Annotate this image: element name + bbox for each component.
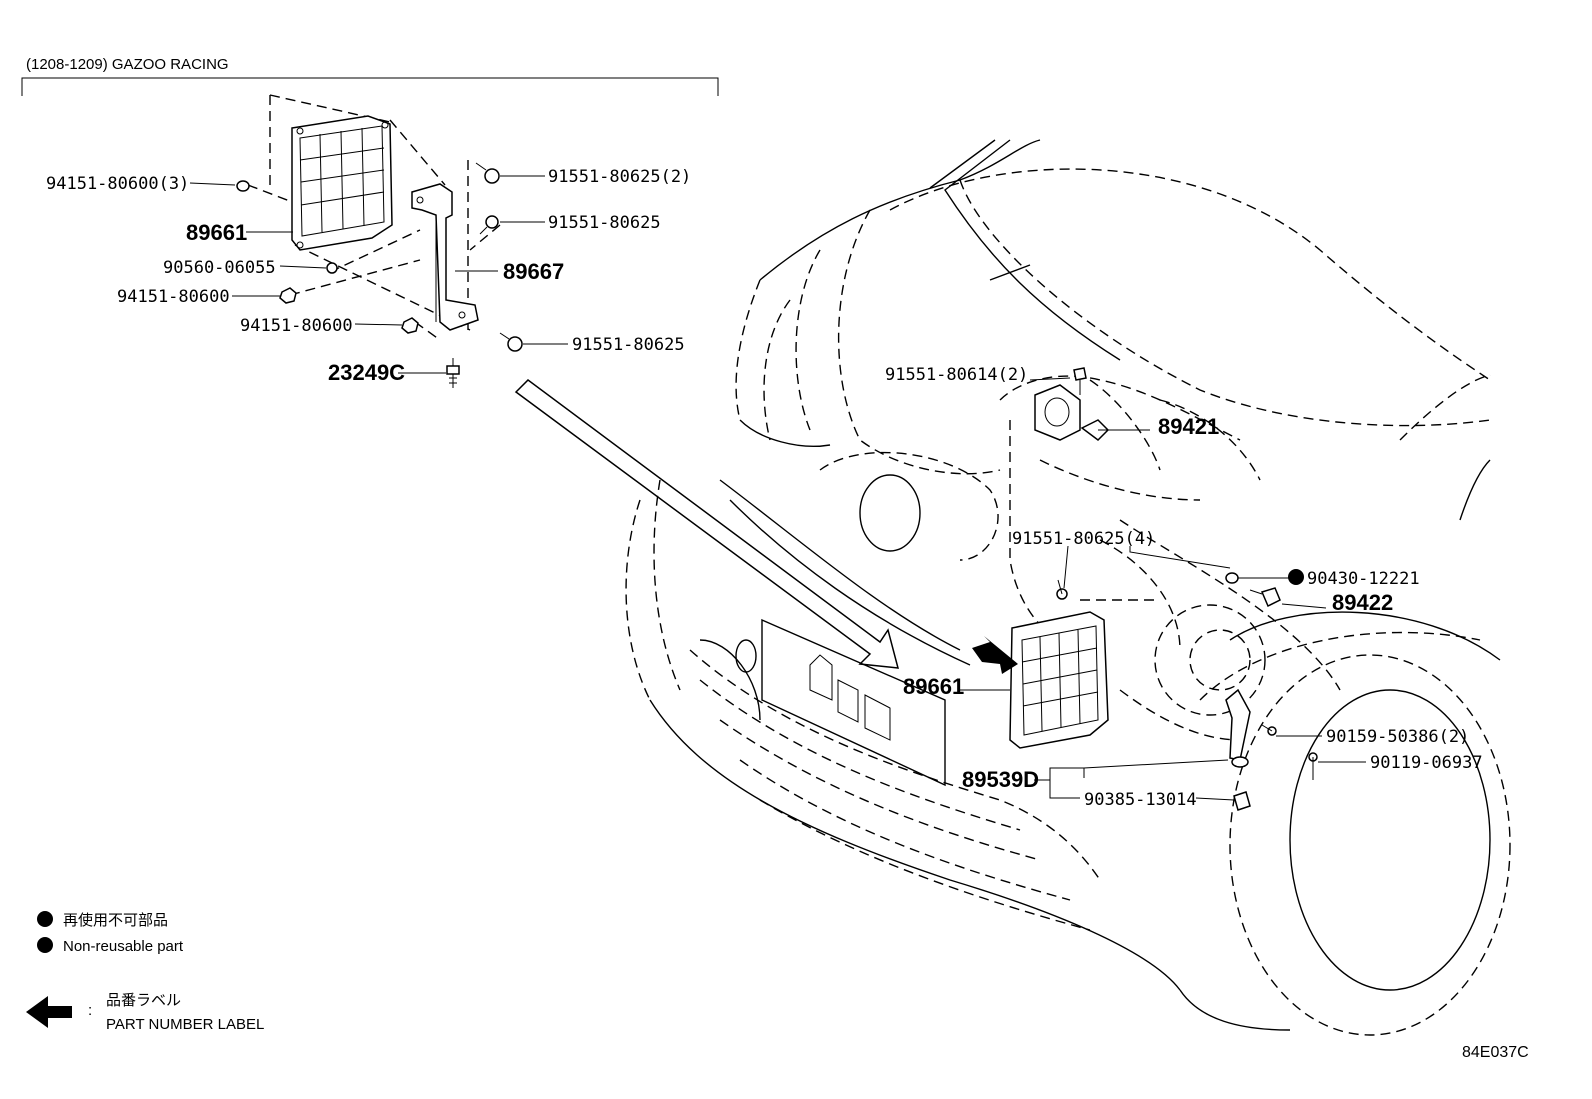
legend-label-jp: 品番ラベル [106, 992, 181, 1009]
bracket-89539d [1225, 688, 1251, 768]
legend-nonreusable-jp: 再使用不可部品 [63, 912, 168, 929]
callout-91551-80614-2: 91551-80614(2) [885, 365, 1028, 385]
callout-90159-50386-2: 90159-50386(2) [1326, 727, 1469, 747]
ecu-box-inset [291, 115, 393, 251]
callout-94151-80600-3: 94151-80600(3) [46, 174, 189, 194]
left-arrow-icon [26, 996, 72, 1028]
callout-90385-13014: 90385-13014 [1084, 790, 1197, 810]
callout-89661-inset: 89661 [186, 220, 247, 245]
legend-separator: : [88, 1002, 92, 1019]
diagram-code: 84E037C [1462, 1044, 1529, 1061]
bolt-icon [1308, 752, 1318, 780]
sensor-89422 [1249, 587, 1281, 608]
nut-icon [236, 180, 250, 192]
vehicle-outline [625, 139, 1511, 1036]
grommet-icon [1233, 791, 1251, 811]
bracket-inset [411, 183, 479, 331]
callout-91551-80625-b: 91551-80625 [572, 335, 685, 355]
filled-circle-icon [37, 937, 53, 953]
legend-label-en: PART NUMBER LABEL [106, 1016, 264, 1033]
nonreusable-marker-icon [1288, 569, 1304, 585]
callout-23249c: 23249C [328, 360, 405, 385]
inset-assembly: 94151-80600(3) 89661 90560-06055 94151-8… [46, 94, 691, 388]
callout-91551-80625-4: 91551-80625(4) [1012, 529, 1155, 549]
legend-nonreusable-en: Non-reusable part [63, 938, 184, 955]
callout-89421: 89421 [1158, 414, 1219, 439]
callout-90560-06055: 90560-06055 [163, 258, 276, 278]
bolt-icon [1261, 724, 1277, 736]
callout-90119-06937: 90119-06937 [1370, 753, 1483, 773]
callout-89422: 89422 [1332, 590, 1393, 615]
legend: 再使用不可部品 Non-reusable part : 品番ラベル PART N… [26, 911, 264, 1033]
callout-89661-vehicle: 89661 [903, 674, 964, 699]
engine-assembly [972, 367, 1318, 811]
clip-icon [446, 358, 460, 388]
bolt-icon [1073, 367, 1087, 395]
callout-90430-12221: 90430-12221 [1307, 569, 1420, 589]
nut-icon [279, 287, 297, 304]
throttle-body [1034, 384, 1110, 441]
filled-circle-icon [37, 911, 53, 927]
gasket-icon [1225, 572, 1239, 584]
part-number-label-arrow-icon [972, 636, 1018, 674]
washer-icon [326, 262, 338, 274]
callout-94151-80600-b: 94151-80600 [240, 316, 353, 336]
bolt-icon [475, 162, 500, 184]
callout-94151-80600-a: 94151-80600 [117, 287, 230, 307]
callout-91551-80625-a: 91551-80625 [548, 213, 661, 233]
bolt-icon [1056, 579, 1068, 600]
callout-89539d: 89539D [962, 767, 1039, 792]
engine-leaders: 91551-80614(2) 89421 91551-80625(4) 9043… [885, 365, 1483, 810]
ecu-box-vehicle [1009, 611, 1109, 749]
callout-91551-80625-2: 91551-80625(2) [548, 167, 691, 187]
callout-pointer-arrow [514, 379, 900, 669]
callout-89667: 89667 [503, 259, 564, 284]
gazoo-racing-bracket: (1208-1209) GAZOO RACING [21, 56, 719, 96]
header-range-label: (1208-1209) GAZOO RACING [26, 56, 229, 73]
bolt-icon [499, 332, 523, 352]
nut-icon [401, 317, 419, 334]
bolt-icon [479, 215, 499, 235]
